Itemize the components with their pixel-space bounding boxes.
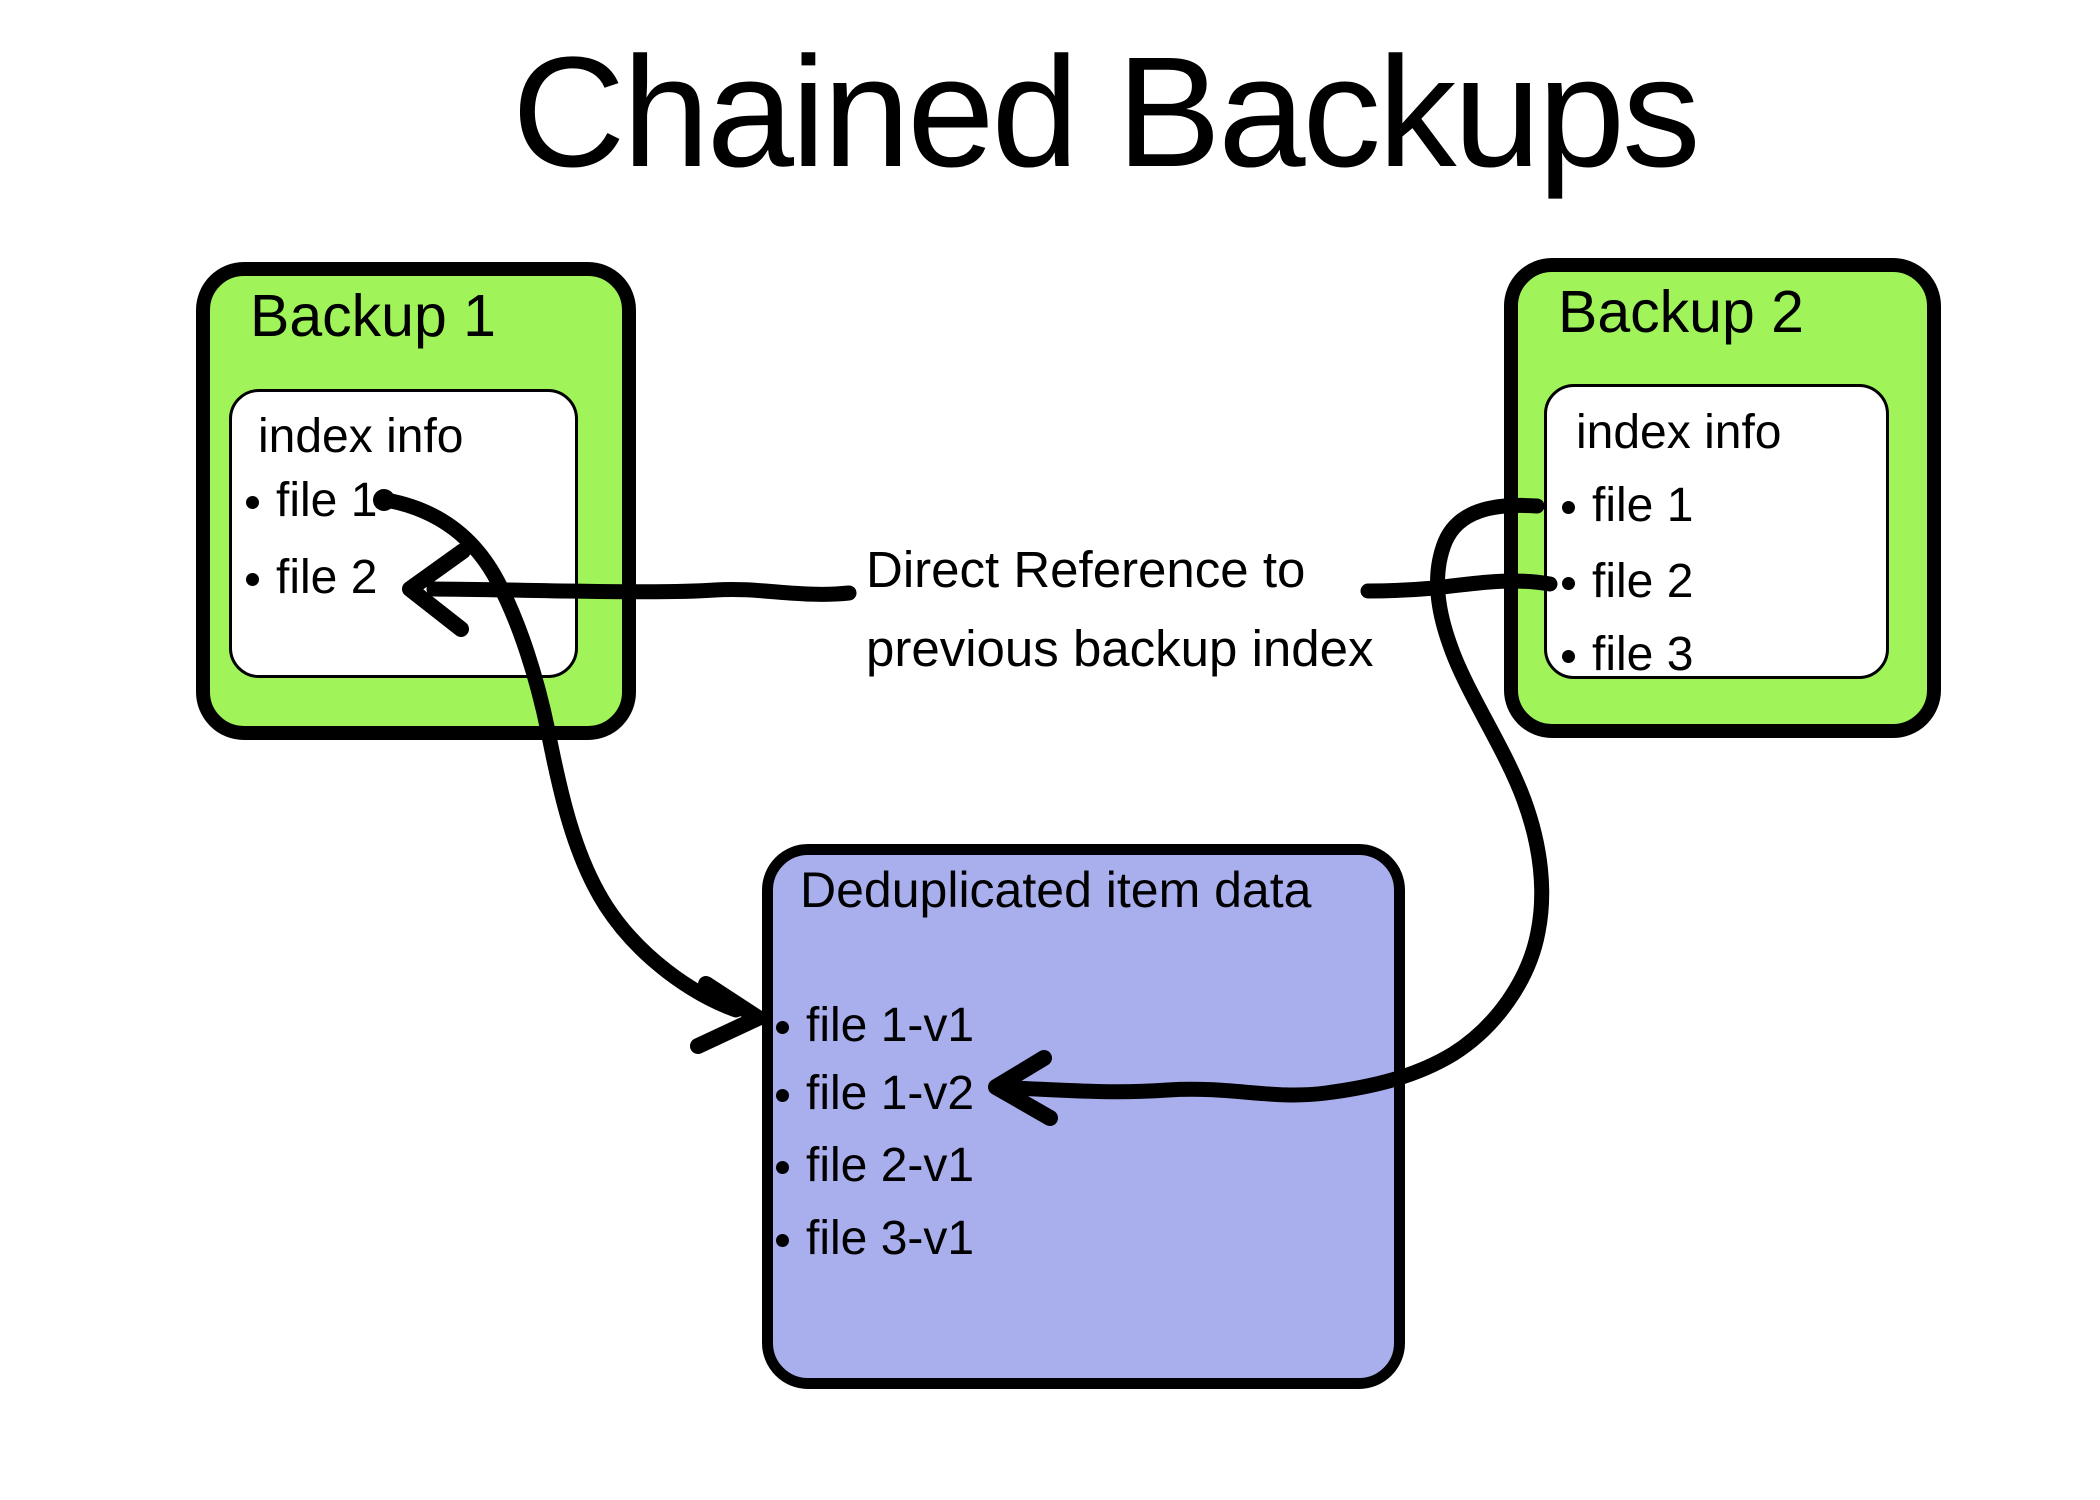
dedup-title: Deduplicated item data xyxy=(800,862,1312,918)
bullet-icon xyxy=(1562,500,1575,514)
file-label: file 3-v1 xyxy=(806,1211,975,1265)
bullet-icon xyxy=(1562,576,1575,590)
bullet-icon xyxy=(776,1088,789,1102)
backup1-label: Backup 1 xyxy=(250,283,496,349)
file-label: file 3 xyxy=(1592,627,1694,681)
arrowhead-right-icon xyxy=(690,976,766,1054)
backup2-label: Backup 2 xyxy=(1558,279,1804,345)
dedup-item-file1-v2: file 1-v2 xyxy=(776,1066,975,1120)
backup2-index-box xyxy=(1544,384,1889,679)
backup2-file1-item: file 1 xyxy=(1562,478,1694,532)
file-label: file 2-v1 xyxy=(806,1138,975,1192)
bullet-icon xyxy=(246,495,259,509)
bullet-icon xyxy=(776,1020,789,1034)
dedup-item-file1-v1: file 1-v1 xyxy=(776,998,975,1052)
backup1-file2-item: file 2 xyxy=(246,550,378,604)
bullet-icon xyxy=(1562,649,1575,663)
dedup-item-file3-v1: file 3-v1 xyxy=(776,1211,975,1265)
backup2-file2-item: file 2 xyxy=(1562,554,1694,608)
bullet-icon xyxy=(776,1233,789,1247)
bullet-icon xyxy=(246,572,259,586)
diagram-title: Chained Backups xyxy=(512,25,1701,200)
direct-reference-note: Direct Reference to previous backup inde… xyxy=(866,530,1374,688)
backup2-file3-item: file 3 xyxy=(1562,627,1694,681)
backup1-index-title: index info xyxy=(258,410,464,463)
direct-reference-note-line1: Direct Reference to xyxy=(866,541,1306,598)
file-label: file 1-v1 xyxy=(806,998,975,1052)
file-label: file 2 xyxy=(276,550,378,604)
direct-reference-note-line2: previous backup index xyxy=(866,620,1374,677)
backup1-file1-item: file 1 xyxy=(246,473,378,527)
backup2-index-title: index info xyxy=(1576,406,1782,459)
dedup-item-file2-v1: file 2-v1 xyxy=(776,1138,975,1192)
file-label: file 1 xyxy=(276,473,378,527)
file-label: file 1-v2 xyxy=(806,1066,975,1120)
file-label: file 1 xyxy=(1592,478,1694,532)
bullet-icon xyxy=(776,1160,789,1174)
file-label: file 2 xyxy=(1592,554,1694,608)
